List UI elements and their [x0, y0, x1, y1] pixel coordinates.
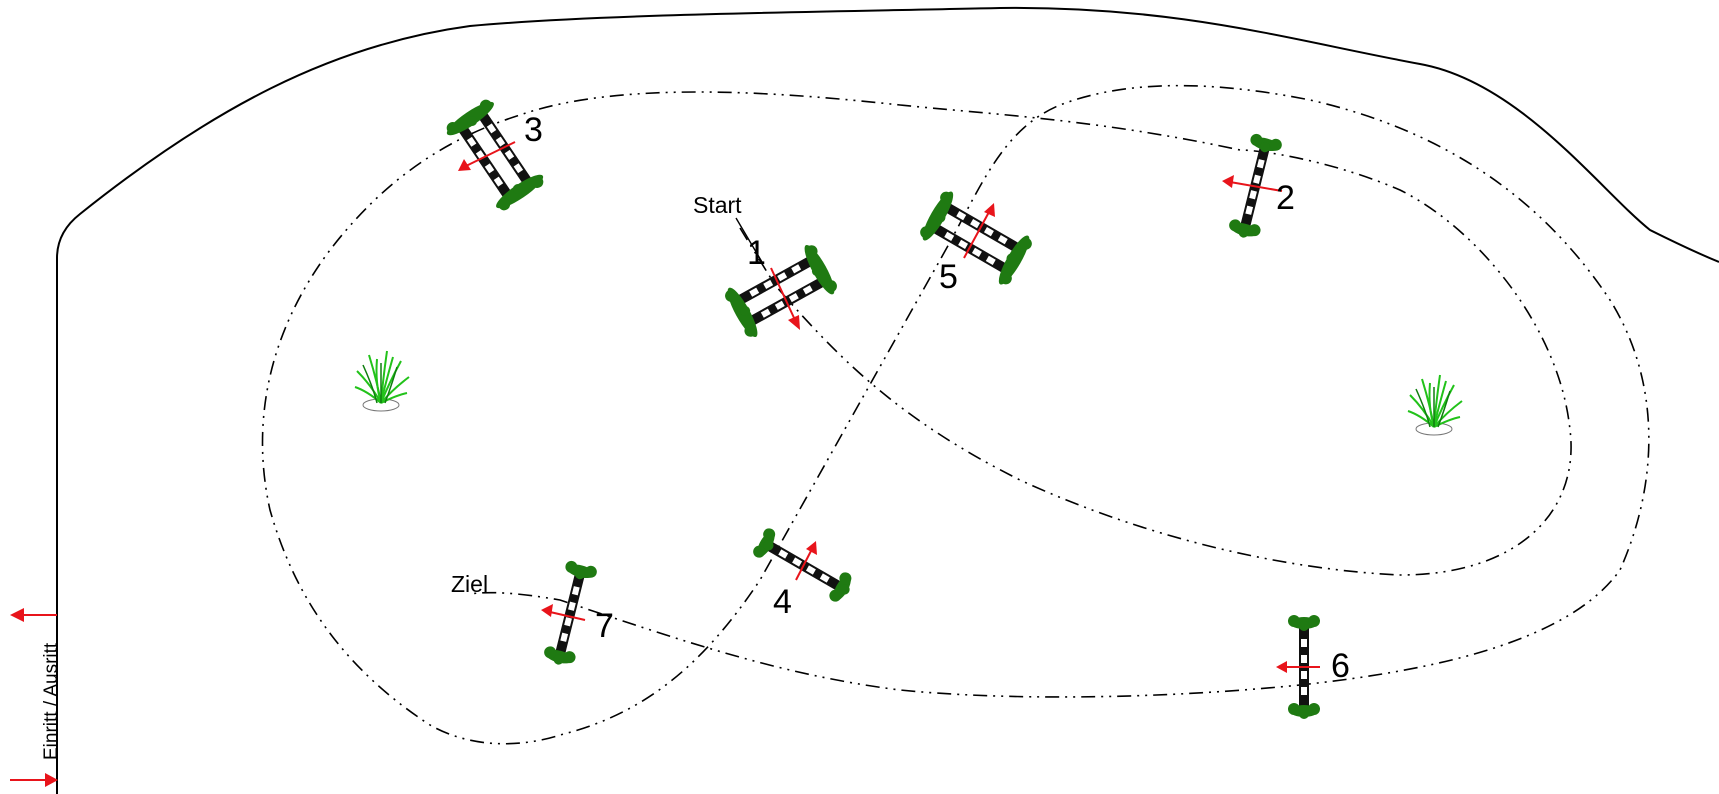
arena-boundary — [56, 6, 1719, 794]
entrance-exit-arrows — [10, 608, 58, 787]
start-label: Start — [693, 192, 742, 218]
obstacle-number-7: 7 — [595, 607, 614, 645]
direction-arrow-5 — [963, 203, 995, 259]
direction-arrow-2 — [1222, 175, 1283, 192]
plant-icon — [354, 350, 410, 412]
direction-arrow-1 — [770, 267, 800, 330]
direction-arrow-3 — [458, 141, 516, 171]
direction-arrow-4 — [795, 541, 817, 581]
start-pointer — [735, 217, 763, 263]
direction-arrow-7 — [541, 604, 586, 621]
obstacle-number-3: 3 — [524, 111, 543, 149]
course-route — [261, 84, 1650, 745]
finish-label: Ziel — [451, 571, 488, 597]
obstacle-number-4: 4 — [773, 583, 792, 621]
obstacle-number-6: 6 — [1331, 647, 1350, 685]
direction-arrow-6 — [1276, 661, 1320, 673]
entrance-label: Einritt / Ausritt — [41, 642, 62, 760]
obstacle-number-5: 5 — [939, 258, 958, 296]
obstacle-number-2: 2 — [1276, 179, 1295, 217]
plant-icon — [1407, 374, 1463, 436]
